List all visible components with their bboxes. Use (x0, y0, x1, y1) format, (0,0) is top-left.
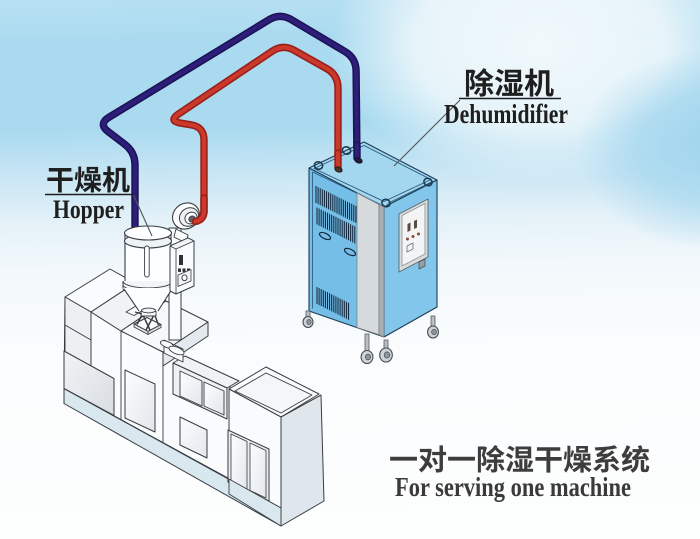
svg-text:Dehumidifier: Dehumidifier (444, 99, 568, 129)
svg-text:Hopper: Hopper (53, 195, 124, 224)
svg-text:For serving one machine: For serving one machine (395, 472, 631, 502)
